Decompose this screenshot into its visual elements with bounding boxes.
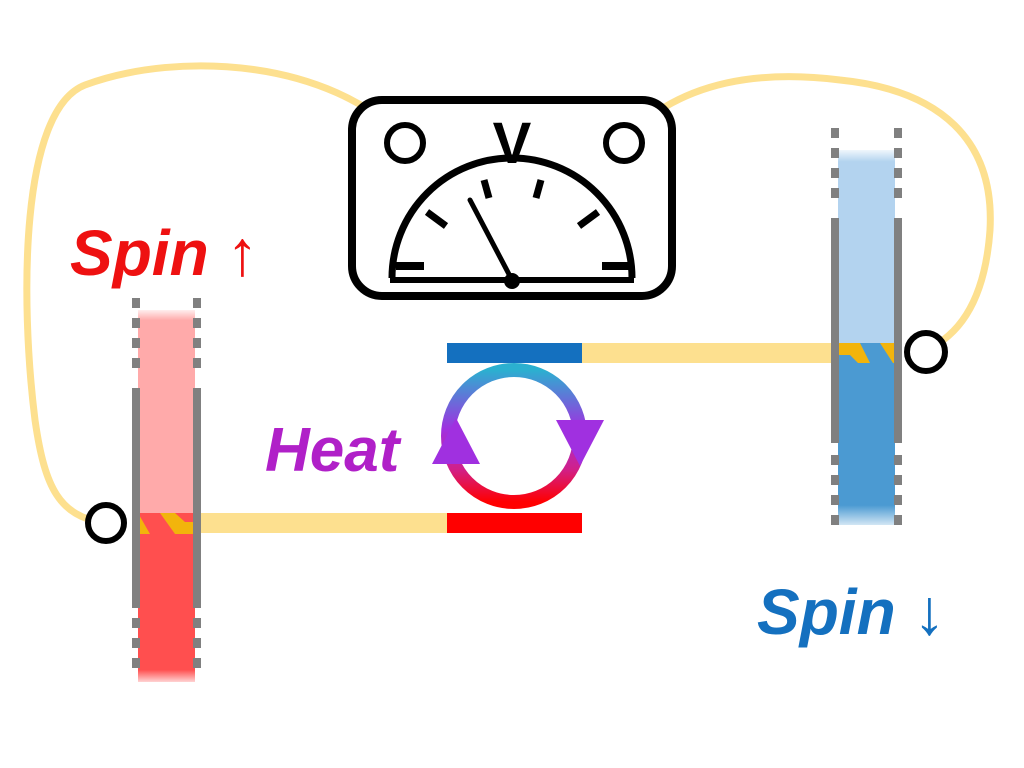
spin-up-column-upper: [138, 310, 195, 515]
cycle-ring: [441, 362, 587, 510]
spin-up-column-lower: [138, 530, 195, 682]
voltmeter-right-terminal-icon: [603, 122, 645, 164]
top-connector-wire: [582, 343, 840, 363]
dial-needle: [467, 197, 515, 283]
cycle-arrow-left: [432, 418, 480, 464]
spin-down-label: Spin ↓: [757, 576, 945, 648]
right-loop-wire: [620, 73, 994, 354]
bottom-connector-wire: [190, 513, 450, 533]
cycle-arrow-right: [556, 420, 604, 466]
voltmeter-body: [348, 96, 676, 300]
spin-down-right-wall: [894, 128, 902, 525]
spin-up-column: [132, 298, 201, 682]
spin-up-interface-stripe: [138, 513, 175, 534]
heat-label: Heat: [265, 416, 402, 485]
voltmeter-symbol: V: [493, 111, 532, 176]
left-loop-wire: [23, 62, 409, 527]
spin-up-interface-stripe: [175, 513, 195, 522]
spin-up-label: Spin ↑: [70, 217, 258, 289]
voltmeter-left-terminal-icon: [384, 122, 426, 164]
spin-down-column: [831, 128, 902, 525]
voltmeter-icon: V: [348, 96, 676, 300]
right-terminal-circle-icon: [904, 330, 948, 374]
spin-up-contact: [447, 513, 582, 533]
circular-arrows-icon: [432, 362, 604, 510]
spin-down-interface-stripe: [860, 343, 893, 363]
spin-up-right-wall: [193, 298, 201, 668]
spin-down-column-lower: [838, 360, 895, 525]
dial-pivot: [504, 273, 520, 289]
spin-down-left-wall: [831, 128, 839, 525]
left-terminal-circle-icon: [85, 502, 127, 544]
dial-ticks: [396, 179, 630, 270]
spin-down-interface-stripe: [838, 355, 858, 363]
dial-arc: [388, 154, 636, 279]
spin-up-left-wall: [132, 298, 140, 668]
spin-down-contact: [447, 343, 582, 363]
spin-down-column-upper: [838, 150, 895, 345]
